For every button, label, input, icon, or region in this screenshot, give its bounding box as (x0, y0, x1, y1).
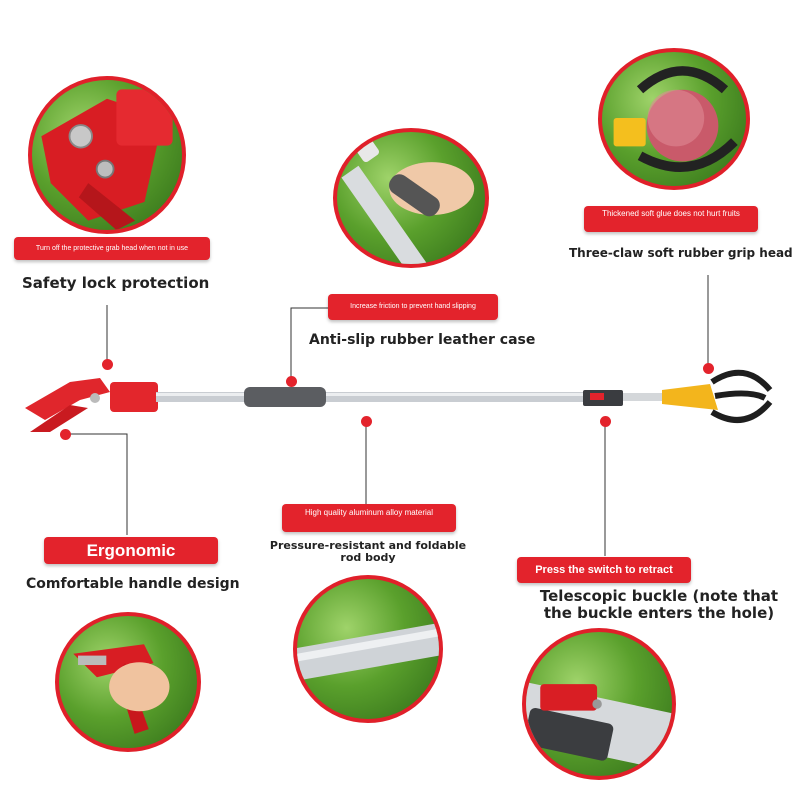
rod-tag: High quality aluminum alloy material (282, 504, 456, 532)
fruit-picker-tool (25, 369, 773, 432)
marker-dot-head (703, 363, 714, 374)
rod-title: Pressure-resistant and foldable rod body (269, 539, 467, 564)
grip-head-title: Three-claw soft rubber grip head (569, 246, 793, 260)
fruit-claw-photo (598, 48, 750, 190)
rod-closeup-photo (293, 575, 443, 723)
safety-lock-title: Safety lock protection (22, 274, 210, 292)
buckle-tag: Press the switch to retract (517, 557, 691, 583)
safety-lock-tag: Turn off the protective grab head when n… (14, 237, 210, 260)
buckle-closeup-photo (522, 628, 676, 780)
ergonomic-tag: Ergonomic (44, 537, 218, 564)
buckle-title: Telescopic buckle (note that the buckle … (539, 587, 779, 622)
ergonomic-title: Comfortable handle design (26, 576, 240, 592)
anti-slip-title: Anti-slip rubber leather case (309, 332, 536, 348)
marker-dot-rod (361, 416, 372, 427)
grip-hand-photo (333, 128, 489, 268)
marker-dot-lock (102, 359, 113, 370)
safety-lock-detail-photo (28, 76, 186, 234)
anti-slip-tag: Increase friction to prevent hand slippi… (328, 294, 498, 320)
handle-hand-photo (55, 612, 201, 752)
grip-head-tag: Thickened soft glue does not hurt fruits (584, 206, 758, 232)
marker-dot-grip (286, 376, 297, 387)
marker-dot-buckle (600, 416, 611, 427)
marker-dot-handle (60, 429, 71, 440)
